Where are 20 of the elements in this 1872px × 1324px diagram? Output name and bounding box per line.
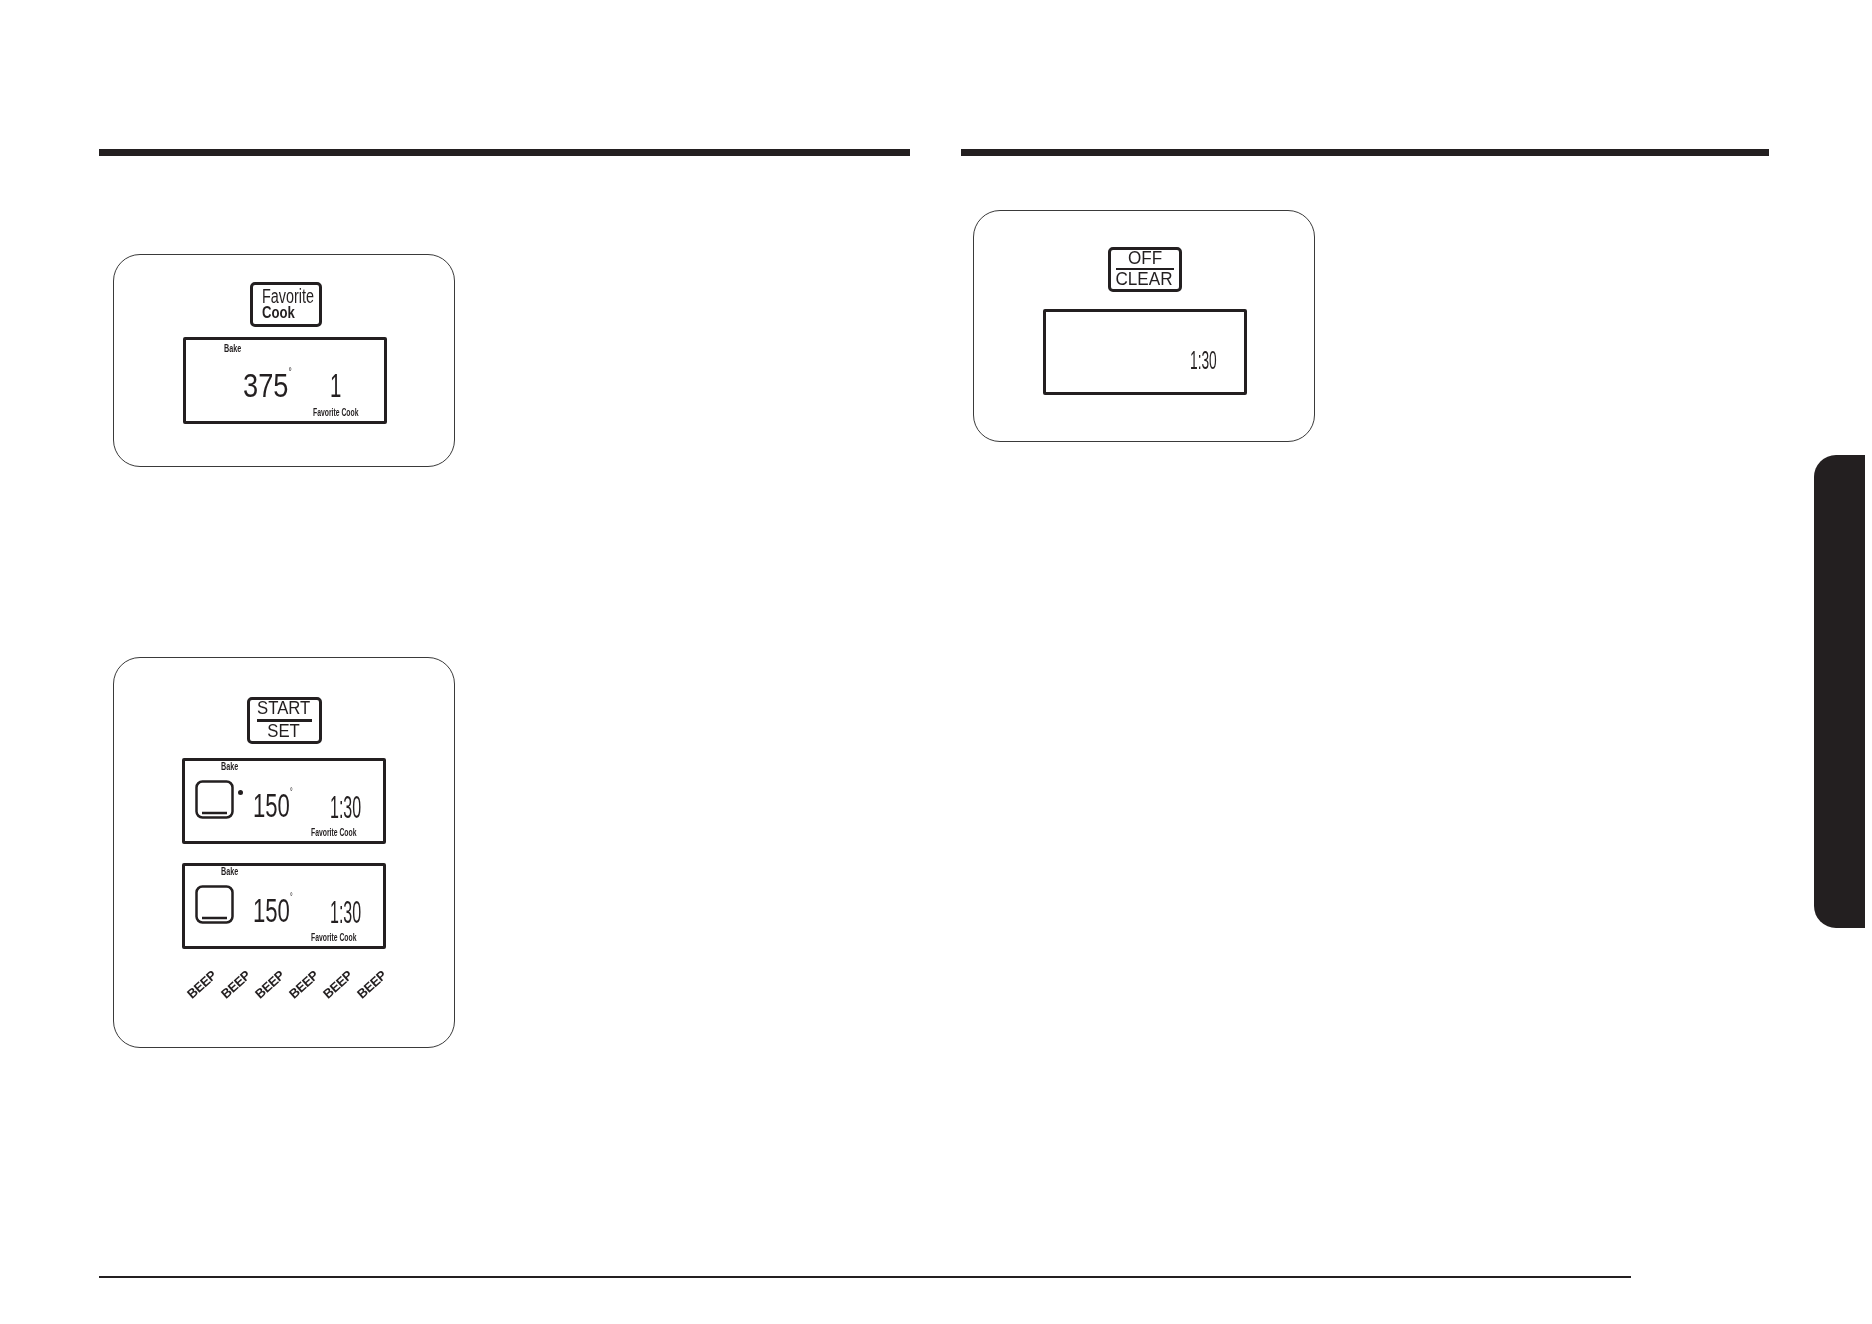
illustration-panel [973, 210, 1315, 442]
lcd-display [181, 862, 386, 949]
timer-readout: 1:30 [329, 899, 361, 926]
illustration-panel [113, 657, 455, 1048]
mode-label: Bake [220, 867, 238, 876]
mode-label: Bake [220, 762, 238, 771]
lcd-display [1042, 308, 1247, 395]
number-readout: 1 [329, 371, 341, 399]
display-caption: Favorite Cook [310, 932, 356, 942]
key-button: START SET [246, 696, 322, 744]
display-caption: Favorite Cook [310, 827, 356, 837]
key-button: Favorite Cook [249, 281, 322, 327]
key-button: OFF CLEAR [1107, 246, 1182, 292]
display-caption: Favorite Cook [312, 407, 358, 417]
timer-readout: 1:30 [329, 794, 361, 821]
mode-label: Bake [223, 344, 241, 353]
lcd-display [181, 757, 386, 844]
timer-readout: 1:30 [1189, 349, 1217, 370]
illustration-panel [113, 254, 455, 467]
lcd-display [182, 336, 387, 424]
